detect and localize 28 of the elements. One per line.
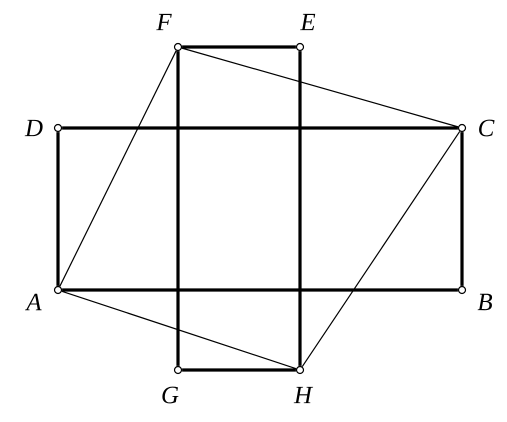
point-label: E xyxy=(300,14,316,30)
point-label: A xyxy=(25,294,42,310)
line-segment xyxy=(302,131,460,367)
line-segment xyxy=(56,132,60,286)
line-segment xyxy=(62,288,458,292)
point-label: F xyxy=(156,14,172,30)
line-segment xyxy=(460,132,464,286)
point-label: H xyxy=(294,386,314,404)
line-segment xyxy=(62,126,458,130)
point-marker xyxy=(54,124,62,132)
line-segment xyxy=(182,45,296,49)
line-segment xyxy=(176,51,180,366)
point-marker xyxy=(174,42,182,52)
point-label: C xyxy=(479,120,495,136)
point-marker xyxy=(296,42,304,52)
line-segment xyxy=(59,50,177,287)
point-marker xyxy=(458,286,466,294)
point-marker xyxy=(458,124,466,132)
point-marker xyxy=(54,286,62,294)
line-segment xyxy=(62,290,296,370)
point-label: B xyxy=(478,294,492,310)
point-label: G xyxy=(162,386,178,404)
point-marker xyxy=(174,366,182,374)
line-segment xyxy=(182,368,296,372)
line-segment xyxy=(182,48,458,128)
line-segment xyxy=(298,51,302,366)
point-label: D xyxy=(24,120,43,136)
point-marker xyxy=(296,366,304,374)
